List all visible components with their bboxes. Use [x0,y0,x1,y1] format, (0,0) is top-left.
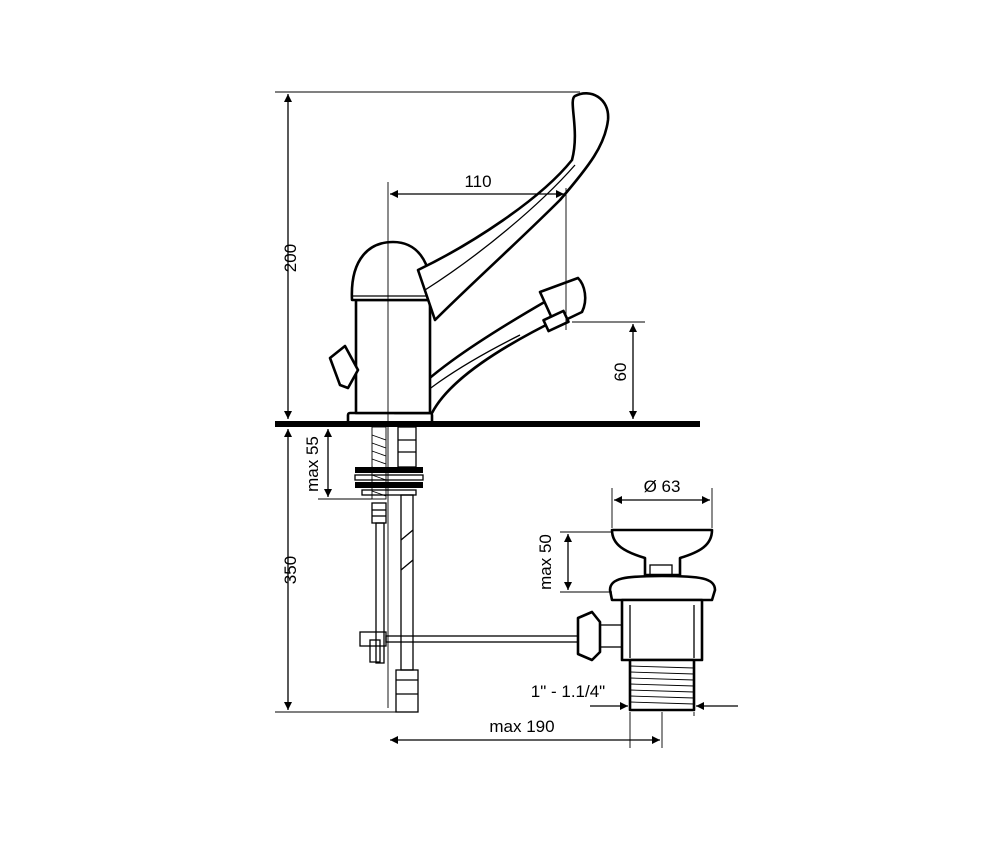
dim-label-max-deck: max 55 [303,436,322,492]
hose-connector-bottom [395,669,419,713]
waste-body [620,598,704,662]
dim-label-waste-max: max 50 [536,534,555,590]
dim-label-height-total: 200 [281,244,300,272]
dim-label-waste-diameter: Ø 63 [644,477,681,496]
pop-up-knob [328,344,360,390]
rod-clamp [359,631,387,647]
flex-hose [400,494,414,671]
spout-head [538,276,587,327]
dim-label-max-rod: max 190 [489,717,554,736]
washer-bottom [355,482,423,488]
horizontal-rod [385,635,579,643]
waste-flange [610,528,714,577]
threaded-stud [371,426,387,500]
fixing-nut [371,502,387,524]
hose-connector-top [397,426,417,468]
pop-up-waste [576,528,717,712]
dim-label-waste-thread: 1" - 1.1/4" [531,682,605,701]
dim-label-hose-length: 350 [281,556,300,584]
faucet-column [354,298,432,415]
pop-up-rod [375,522,385,664]
washer-top [355,467,423,473]
deck-surface [275,421,700,427]
dim-label-spout-reach: 110 [464,172,491,191]
waste-control-knob [576,610,602,662]
dim-label-spout-height: 60 [611,363,630,382]
faucet-body [328,91,610,425]
under-deck-assembly [354,426,579,713]
